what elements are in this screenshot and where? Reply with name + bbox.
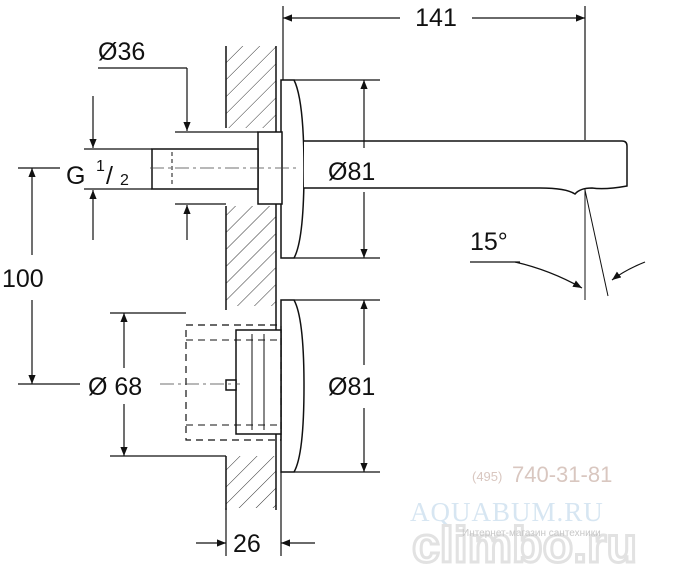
thread-prefix: G xyxy=(66,162,85,190)
watermark-brand: climbo.ru xyxy=(412,517,637,564)
spout-body xyxy=(304,140,628,195)
dimension-26: 26 xyxy=(233,530,261,558)
dimension-141: 141 xyxy=(415,4,457,32)
thread-denominator: 2 xyxy=(120,172,129,189)
dimension-thread: G 1 / 2 xyxy=(66,158,129,190)
lower-rosette xyxy=(280,299,305,473)
valve-assembly xyxy=(185,299,305,473)
body-outline-dashed xyxy=(185,324,282,441)
threaded-pipe xyxy=(151,148,259,190)
valve-cartridge xyxy=(235,329,282,435)
watermark-phone-number: 740-31-81 xyxy=(512,462,612,487)
dimension-diameter-36: Ø36 xyxy=(98,38,145,66)
centre-lines xyxy=(150,167,300,385)
dimension-100: 100 xyxy=(2,265,44,293)
thread-numerator: 1 xyxy=(96,158,105,175)
watermark: (495) 740-31-81 AQUABUM.RU climbo.ru Инт… xyxy=(410,462,639,564)
spout-assembly xyxy=(151,79,628,259)
dimension-diameter-81-upper: Ø81 xyxy=(328,158,375,186)
dimension-diameter-81-lower: Ø81 xyxy=(328,373,375,401)
dimension-angle-15: 15° xyxy=(470,228,508,256)
watermark-site: AQUABUM.RU xyxy=(410,497,604,527)
dimension-diameter-68: Ø 68 xyxy=(88,373,142,401)
thread-slash: / xyxy=(106,162,113,190)
dimension-lines xyxy=(18,6,646,556)
watermark-caption: Интернет-магазин сантехники xyxy=(462,528,601,539)
valve-stem xyxy=(225,379,237,391)
upper-rosette xyxy=(280,79,305,259)
watermark-phone-code: (495) xyxy=(472,469,502,484)
